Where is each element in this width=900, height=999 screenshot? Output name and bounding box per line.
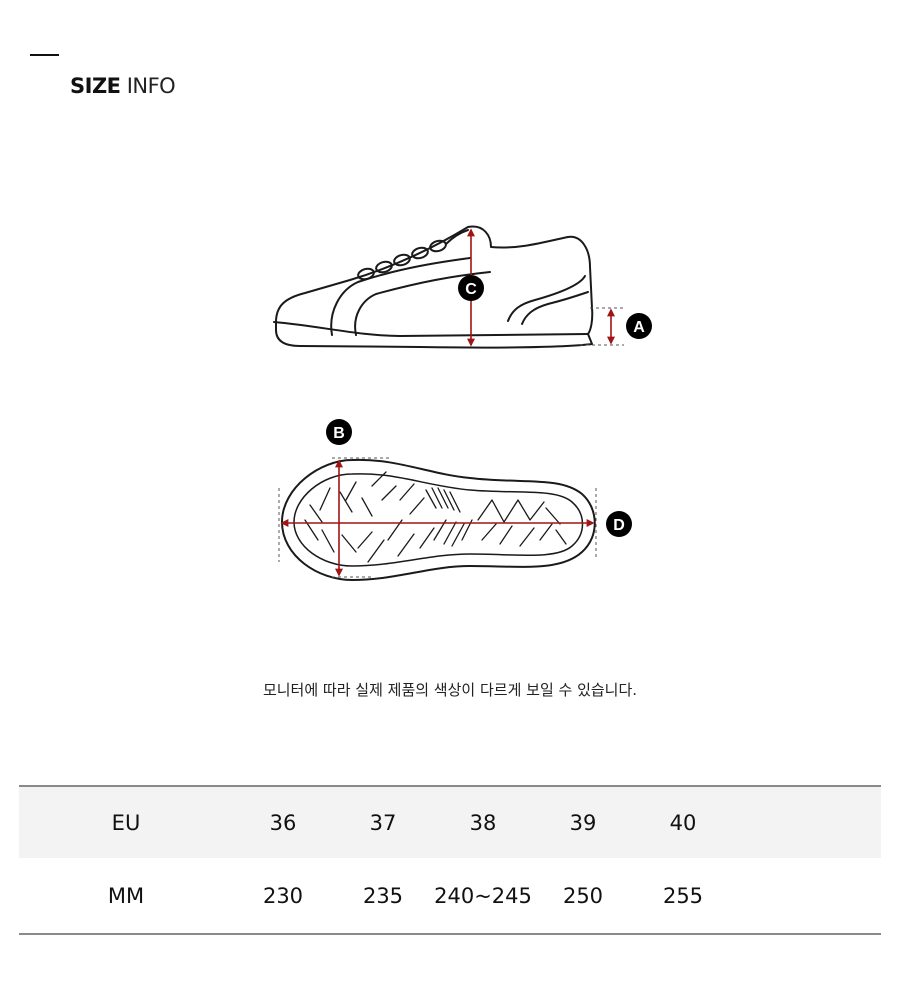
table-cell: 40 bbox=[633, 786, 733, 858]
sole-tread-pattern bbox=[304, 471, 567, 563]
title-light: INFO bbox=[126, 74, 176, 98]
shoe-sole-view bbox=[280, 458, 596, 582]
label-b-badge bbox=[326, 419, 352, 445]
label-a-text: A bbox=[633, 319, 645, 336]
label-d-text: D bbox=[613, 517, 625, 534]
header-accent-line bbox=[30, 54, 59, 56]
table-cell: 235 bbox=[333, 858, 433, 934]
measure-a-arrow bbox=[580, 307, 624, 346]
label-c-badge bbox=[458, 275, 484, 301]
page-title: SIZE INFO bbox=[70, 74, 176, 98]
table-cell: 36 bbox=[233, 786, 333, 858]
table-cell: 250 bbox=[533, 858, 633, 934]
measure-d-guides bbox=[278, 488, 597, 562]
row-label-mm: MM bbox=[19, 858, 233, 934]
label-b-text: B bbox=[333, 425, 345, 442]
label-a-badge bbox=[626, 313, 652, 339]
title-bold: SIZE bbox=[70, 74, 121, 98]
table-cell: 38 bbox=[433, 786, 533, 858]
row-label-eu: EU bbox=[19, 786, 233, 858]
table-cell: 240~245 bbox=[433, 858, 533, 934]
size-table: EU 36 37 38 39 40 MM 230 235 240~245 250… bbox=[19, 785, 881, 935]
table-spacer bbox=[733, 786, 881, 858]
table-spacer bbox=[733, 858, 881, 934]
table-cell: 255 bbox=[633, 858, 733, 934]
color-disclaimer: 모니터에 따라 실제 제품의 색상이 다르게 보일 수 있습니다. bbox=[262, 681, 638, 699]
table-cell: 39 bbox=[533, 786, 633, 858]
shoe-side-view bbox=[273, 225, 594, 349]
table-cell: 37 bbox=[333, 786, 433, 858]
label-c-text: C bbox=[465, 281, 477, 298]
table-row-mm: MM 230 235 240~245 250 255 bbox=[19, 858, 881, 934]
label-d-badge bbox=[606, 511, 632, 537]
table-row-eu: EU 36 37 38 39 40 bbox=[19, 786, 881, 858]
measure-b-guides bbox=[332, 457, 392, 578]
table-cell: 230 bbox=[233, 858, 333, 934]
